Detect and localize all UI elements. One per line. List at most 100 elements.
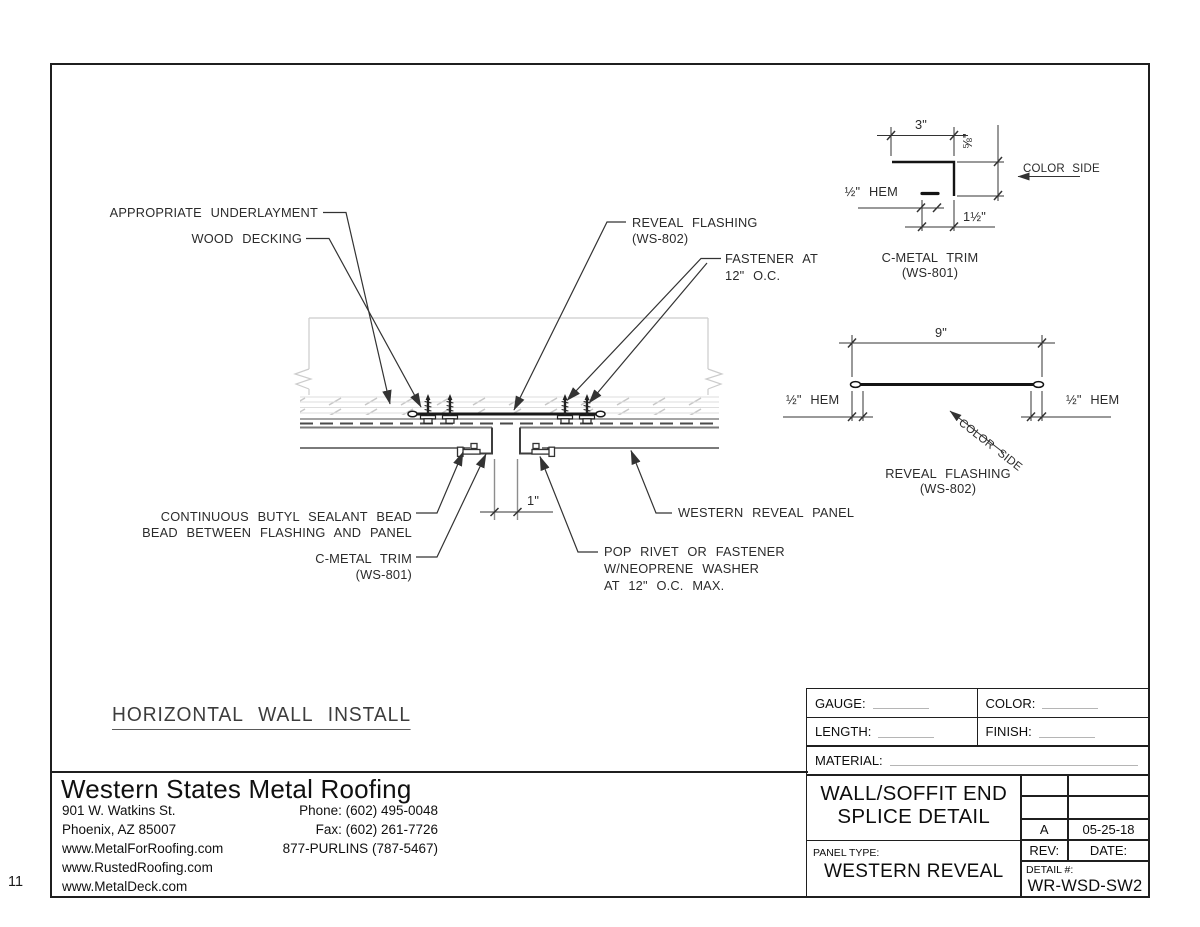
gap-dimension: 1": [480, 459, 553, 520]
ws801-width-dim: 3": [915, 117, 927, 132]
company-name: Western States Metal Roofing: [61, 774, 412, 804]
color-label: COLOR:: [985, 695, 1036, 711]
color-cell: COLOR:: [976, 688, 1150, 718]
pop-rivet-label-3: AT 12" O.C. MAX.: [604, 578, 724, 593]
ws801-title-1: C-METAL TRIM: [882, 250, 979, 265]
pop-rivet-label-1: POP RIVET OR FASTENER: [604, 544, 785, 559]
fastener-label-1: FASTENER AT: [725, 251, 818, 266]
panel-type-cell: PANEL TYPE: WESTERN REVEAL: [806, 839, 1022, 898]
date-value: 05-25-18: [1082, 821, 1135, 837]
length-field: [878, 726, 935, 738]
company-fax: Fax: (602) 261-7726: [315, 822, 438, 837]
sealant-leader: [416, 451, 464, 514]
reveal-flashing-label-1: REVEAL FLASHING: [632, 215, 758, 230]
wood-decking-label: WOOD DECKING: [192, 231, 303, 246]
ws802-profile: [849, 380, 1045, 389]
color-field: [1042, 697, 1099, 709]
underlayment-leader: [323, 211, 392, 405]
company-phone: Phone: (602) 495-0048: [299, 803, 438, 818]
c-metal-leader: [416, 453, 487, 558]
fastener-leader-2: [588, 262, 708, 404]
sealant-label-1: CONTINUOUS BUTYL SEALANT BEAD: [161, 509, 412, 524]
ws801-profile: [892, 160, 956, 196]
break-symbol-right: [704, 368, 724, 390]
break-symbol-left: [293, 368, 313, 390]
fastener-label-2: 12" O.C.: [725, 268, 780, 283]
ws802-title-1: REVEAL FLASHING: [885, 466, 1011, 481]
date-value-cell: 05-25-18: [1067, 818, 1150, 841]
c-metal-label-2: (WS-801): [356, 567, 412, 582]
detail-number-cell: DETAIL #: WR-WSD-SW2: [1020, 860, 1150, 898]
rev-label-cell: REV:: [1020, 839, 1069, 862]
length-cell: LENGTH:: [806, 716, 978, 747]
material-label: MATERIAL:: [815, 752, 883, 768]
ws802-title-2: (WS-802): [920, 481, 976, 496]
color-side-arrow-flashing: [949, 410, 1005, 454]
c-metal-trim-detail: 3" ⅝" ½" HEM 1½" COLOR SIDE C-METAL TRIM…: [845, 117, 1100, 280]
date-empty-cell-1: [1067, 774, 1150, 797]
drawing-sheet-border: [50, 63, 1150, 898]
ws802-hem-left: ½" HEM: [786, 392, 839, 407]
rev-empty-cell-2: [1020, 795, 1069, 820]
rev-label: REV:: [1029, 842, 1060, 858]
wood-decking-hatch: [300, 395, 719, 415]
gauge-label: GAUGE:: [815, 695, 866, 711]
company-website-1: www.MetalForRoofing.com: [62, 841, 224, 856]
gap-dimension-text: 1": [527, 493, 539, 508]
pop-rivet-leader: [539, 455, 598, 553]
company-address-2: Phoenix, AZ 85007: [62, 822, 177, 837]
rev-empty-cell-1: [1020, 774, 1069, 797]
ws801-color-side-label: COLOR SIDE: [1023, 163, 1100, 175]
company-website-2: www.RustedRoofing.com: [62, 860, 213, 875]
panel-leader: [630, 449, 672, 514]
reveal-flashing-piece: [407, 410, 606, 418]
detail-number-value: WR-WSD-SW2: [1027, 877, 1143, 895]
section-title: HORIZONTAL WALL INSTALL: [112, 704, 411, 730]
finish-cell: FINISH:: [976, 716, 1150, 747]
company-website-3: www.MetalDeck.com: [62, 879, 188, 894]
material-field: [889, 754, 1138, 767]
reveal-flashing-label-2: (WS-802): [632, 231, 688, 246]
ws802-width-dim: 9": [935, 325, 947, 340]
sheet-title-cell: WALL/SOFFIT END SPLICE DETAIL: [806, 774, 1022, 841]
panel-type-label: PANEL TYPE:: [813, 846, 880, 859]
finish-label: FINISH:: [985, 724, 1032, 739]
date-empty-cell-2: [1067, 795, 1150, 820]
page-number: 11: [8, 874, 24, 890]
sheet-title-line1: WALL/SOFFIT END: [820, 782, 1008, 805]
gauge-field: [872, 697, 929, 709]
pop-rivet-label-2: W/NEOPRENE WASHER: [604, 561, 759, 576]
reveal-flashing-detail: 9" ½" HEM ½" HEM COLOR SIDE REVEAL FLASH…: [783, 325, 1119, 496]
rev-value-cell: A: [1020, 818, 1069, 841]
panel-type-value: WESTERN REVEAL: [824, 860, 1004, 882]
company-block-divider: [50, 771, 808, 773]
ws801-title-2: (WS-801): [902, 265, 958, 280]
gauge-cell: GAUGE:: [806, 688, 978, 718]
c-metal-label-1: C-METAL TRIM: [315, 551, 412, 566]
underlayment-label: APPROPRIATE UNDERLAYMENT: [110, 205, 318, 220]
ws802-hem-right: ½" HEM: [1066, 392, 1119, 407]
main-section-detail: 1" APPROPRIATE UNDERLAYMENT WOOD DECKING…: [110, 205, 854, 593]
reveal-flashing-leader: [513, 221, 626, 411]
wood-decking-leader: [306, 237, 422, 408]
panel-label: WESTERN REVEAL PANEL: [678, 505, 854, 520]
sheet-title-line2: SPLICE DETAIL: [837, 805, 991, 828]
rev-value: A: [1039, 821, 1049, 837]
ws801-top-dim: ⅝": [960, 133, 975, 149]
ws801-height-dim: 1½": [963, 209, 986, 224]
material-cell: MATERIAL:: [806, 745, 1150, 776]
company-tollfree: 877-PURLINS (787-5467): [282, 841, 438, 856]
leader-lines: [306, 211, 721, 558]
length-label: LENGTH:: [815, 724, 872, 739]
company-address-1: 901 W. Watkins St.: [62, 803, 176, 818]
fastener-leader-1: [566, 257, 721, 401]
detail-number-label: DETAIL #:: [1026, 864, 1074, 876]
ws801-hem-label: ½" HEM: [845, 184, 898, 199]
date-label: DATE:: [1089, 842, 1128, 858]
pop-rivets: [456, 442, 556, 458]
sealant-label-2: BEAD BETWEEN FLASHING AND PANEL: [142, 525, 412, 540]
decking-outline: [293, 317, 724, 395]
date-label-cell: DATE:: [1067, 839, 1150, 862]
panel-lines: [300, 426, 719, 449]
